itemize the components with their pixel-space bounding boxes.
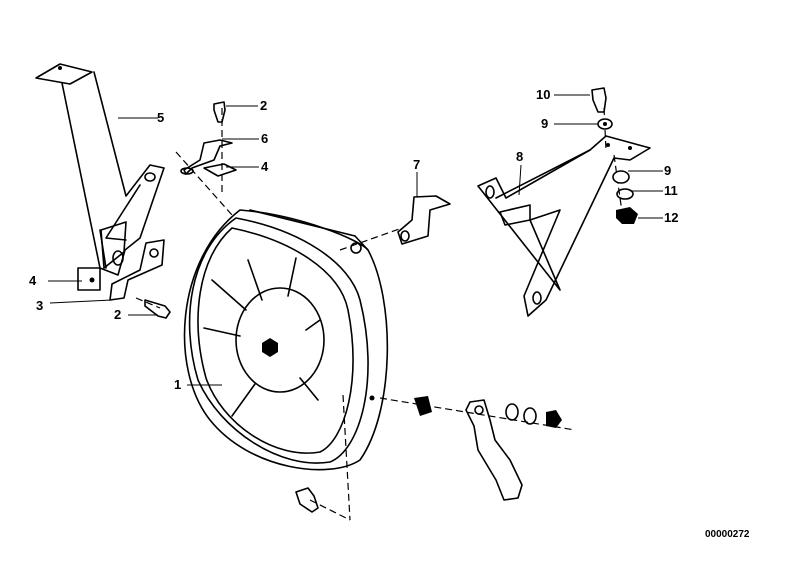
callout-3: 3 — [36, 298, 44, 313]
callout-9: 9 — [541, 116, 549, 131]
screw-left — [144, 299, 171, 319]
callout-4: 4 — [261, 159, 269, 174]
callout-7: 7 — [413, 157, 421, 172]
top-fasteners — [180, 101, 237, 177]
lower-bracket — [77, 239, 165, 301]
support-bracket-right — [477, 135, 651, 317]
right-fasteners — [591, 87, 638, 224]
callout-12: 12 — [664, 210, 679, 225]
callout-2: 2 — [260, 98, 268, 113]
diagram-code: 00000272 — [705, 529, 750, 540]
callout-2: 2 — [114, 307, 122, 322]
support-bracket-left — [35, 63, 165, 276]
callout-10: 10 — [536, 87, 551, 102]
leader-lines — [48, 94, 663, 386]
fan — [183, 209, 389, 471]
callout-4: 4 — [29, 273, 37, 288]
callout-8: 8 — [516, 149, 524, 164]
callout-6: 6 — [261, 131, 269, 146]
lower-mount-parts — [295, 395, 562, 513]
small-bracket-right — [397, 195, 451, 245]
callout-11: 11 — [664, 183, 678, 198]
callout-9: 9 — [664, 163, 672, 178]
assembly-axes — [135, 107, 623, 521]
callout-1: 1 — [174, 377, 182, 392]
callout-5: 5 — [157, 110, 165, 125]
